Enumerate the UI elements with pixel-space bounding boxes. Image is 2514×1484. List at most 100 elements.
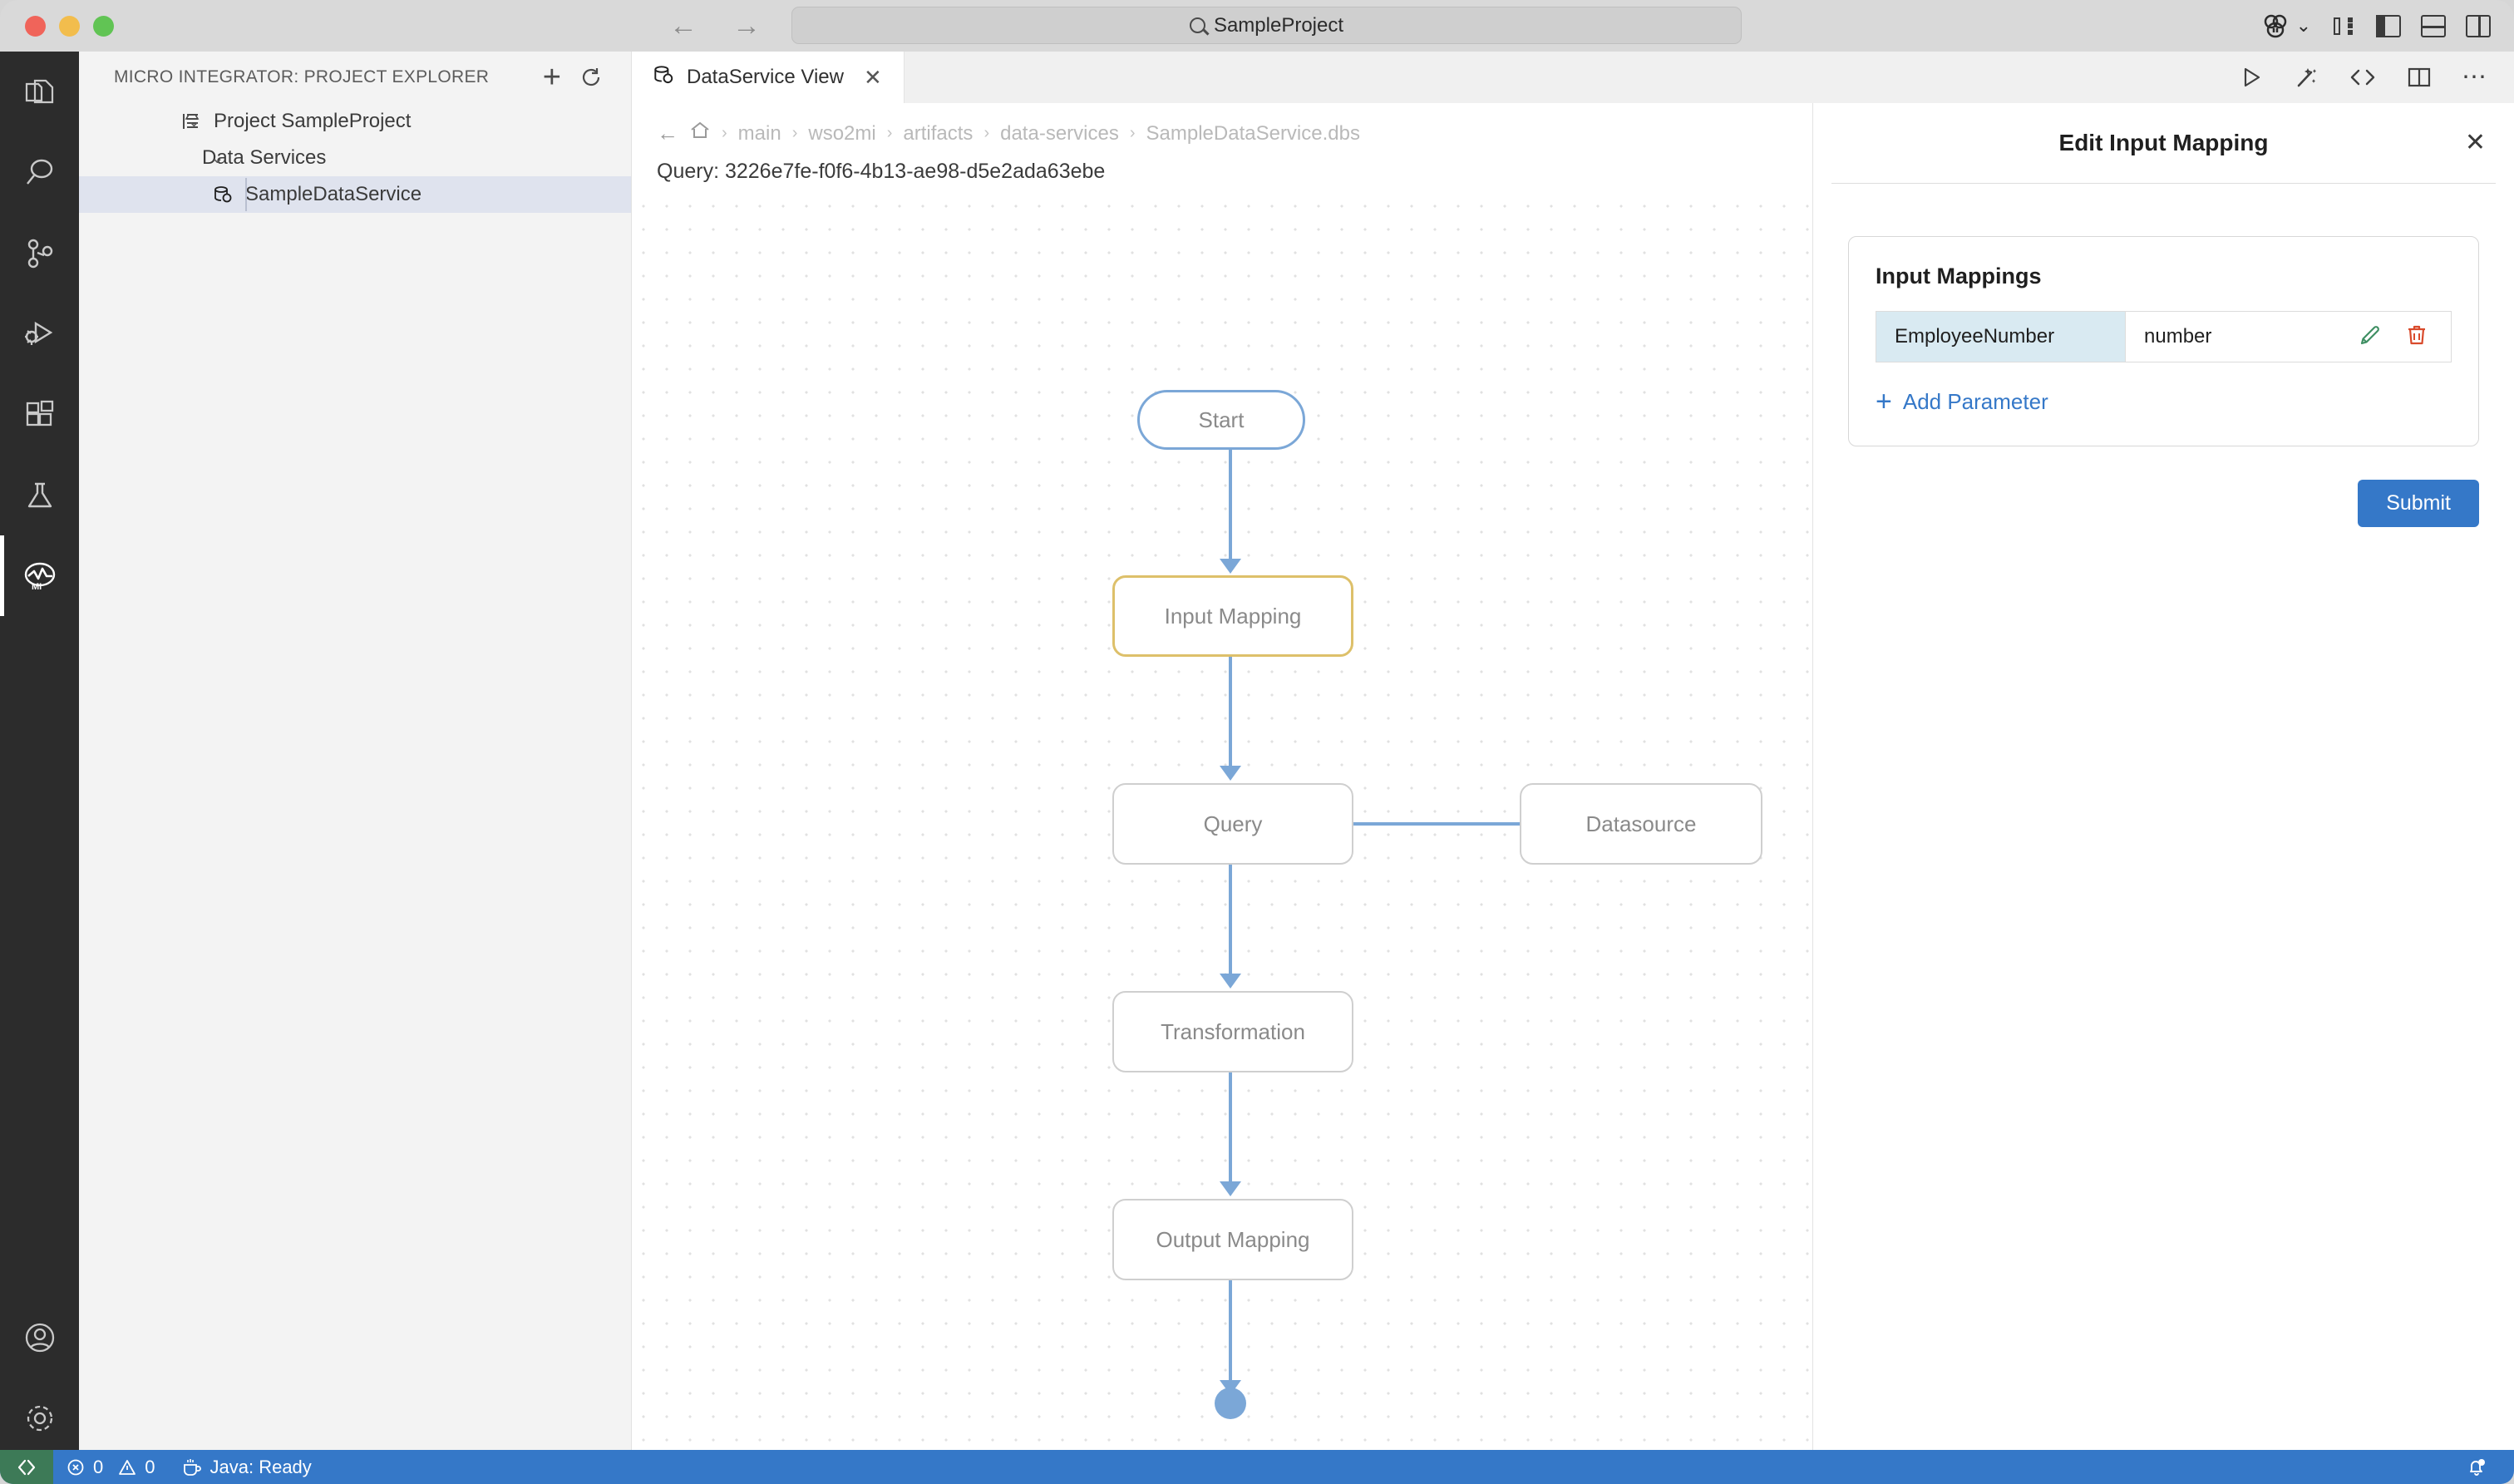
chevron-down-icon[interactable]: ⌄ xyxy=(210,149,224,167)
split-editor-button[interactable] xyxy=(2407,66,2432,89)
close-window-button[interactable] xyxy=(25,15,46,37)
more-actions-button[interactable]: ⋯ xyxy=(2462,63,2489,91)
zoom-window-button[interactable] xyxy=(93,15,114,37)
edge-query-to-transformation xyxy=(1229,865,1232,981)
sidebar-title: MICRO INTEGRATOR: PROJECT EXPLORER xyxy=(114,67,490,86)
window-titlebar: ← → SampleProject ⌄ xyxy=(0,0,2514,52)
ai-suggest-button[interactable] xyxy=(2294,65,2319,90)
panel-divider xyxy=(1831,183,2496,184)
activity-item-settings[interactable] xyxy=(0,1378,79,1458)
run-button[interactable] xyxy=(2239,65,2264,90)
add-artifact-button[interactable]: + xyxy=(542,60,561,95)
edge-arrowhead xyxy=(1220,1181,1241,1196)
tree-item-sampledataservice[interactable]: SampleDataService xyxy=(79,176,631,213)
editor-area: DataService View ✕ xyxy=(632,52,2514,1458)
edge-arrowhead xyxy=(1220,559,1241,574)
flow-node-end[interactable] xyxy=(1215,1388,1246,1419)
tree-item-project[interactable]: ⌄ Project SampleProject xyxy=(79,103,631,140)
chevron-down-icon[interactable]: ⌄ xyxy=(187,112,201,131)
breadcrumb-item-wso2mi[interactable]: wso2mi xyxy=(808,121,876,145)
home-icon[interactable] xyxy=(689,120,711,147)
toggle-primary-sidebar-button[interactable] xyxy=(2376,14,2401,37)
activity-item-testing[interactable] xyxy=(0,455,79,535)
tree-item-data-services[interactable]: ⌄ Data Services xyxy=(79,140,631,176)
minimize-window-button[interactable] xyxy=(59,15,80,37)
notifications-button[interactable] xyxy=(2466,1457,2514,1478)
source-control-icon xyxy=(27,239,52,268)
play-icon xyxy=(2244,67,2260,87)
flow-node-start[interactable]: Start xyxy=(1137,390,1305,450)
flow-node-label: Datasource xyxy=(1585,811,1697,836)
omnibox-search[interactable]: SampleProject xyxy=(791,7,1742,44)
activity-item-extensions[interactable] xyxy=(0,374,79,455)
submit-button[interactable]: Submit xyxy=(2358,480,2479,527)
refresh-explorer-button[interactable] xyxy=(579,66,603,89)
breadcrumb-separator: › xyxy=(722,124,727,142)
input-mappings-card: Input Mappings EmployeeNumber number xyxy=(1848,236,2479,446)
tab-groups-button[interactable]: ⌄ xyxy=(2261,13,2311,38)
navigate-forward-button[interactable]: → xyxy=(732,10,761,42)
flow-node-input-mapping[interactable]: Input Mapping xyxy=(1112,575,1353,657)
mapping-row-actions xyxy=(2358,312,2451,362)
error-count: 0 xyxy=(93,1456,104,1477)
flow-node-output-mapping[interactable]: Output Mapping xyxy=(1112,1199,1353,1280)
trash-icon xyxy=(2408,325,2425,344)
layout-bar-left-icon xyxy=(2334,17,2340,35)
dataservice-canvas[interactable]: ← › main › wso2mi › artifacts › data-ser… xyxy=(632,103,1812,1458)
edge-input-to-query xyxy=(1229,657,1232,773)
edit-input-mapping-panel: Edit Input Mapping ✕ Input Mappings Empl… xyxy=(1812,103,2514,1458)
tab-groups-icon xyxy=(2264,14,2286,38)
breadcrumb-item-artifacts[interactable]: artifacts xyxy=(903,121,974,145)
close-tab-button[interactable]: ✕ xyxy=(863,64,882,90)
editor-tabbar: DataService View ✕ xyxy=(632,52,2514,103)
plus-icon: + xyxy=(1876,386,1892,417)
search-icon xyxy=(1189,17,1205,33)
activity-item-source-control[interactable] xyxy=(0,213,79,293)
activity-bar-bottom xyxy=(0,1297,79,1458)
breadcrumb-separator: › xyxy=(1129,124,1136,142)
java-status[interactable]: Java: Ready xyxy=(169,1457,325,1478)
activity-item-accounts[interactable] xyxy=(0,1297,79,1378)
panel-footer: Submit xyxy=(1848,480,2479,527)
mi-logo-icon: MI xyxy=(24,562,55,592)
flow-node-datasource[interactable]: Datasource xyxy=(1520,783,1762,865)
activity-bar: MI xyxy=(0,52,79,1458)
toggle-secondary-sidebar-button[interactable] xyxy=(2466,14,2491,37)
activity-item-micro-integrator[interactable]: MI xyxy=(0,535,79,616)
magic-wand-icon xyxy=(2297,68,2316,87)
coffee-cup-icon xyxy=(183,1458,201,1476)
add-parameter-button[interactable]: + Add Parameter xyxy=(1876,387,2452,416)
show-source-button[interactable] xyxy=(2349,65,2377,90)
tree-item-label: Data Services xyxy=(202,146,327,169)
breadcrumb-separator: › xyxy=(791,124,798,142)
breadcrumb-item-data-services[interactable]: data-services xyxy=(1000,121,1119,145)
edit-mapping-button[interactable] xyxy=(2358,323,2383,352)
bell-dot-icon xyxy=(2470,1458,2485,1476)
close-panel-button[interactable]: ✕ xyxy=(2464,129,2486,156)
toggle-panel-button[interactable] xyxy=(2421,14,2446,37)
titlebar-right-actions: ⌄ xyxy=(2261,13,2491,38)
remote-window-button[interactable] xyxy=(0,1450,53,1484)
breadcrumb-back-button[interactable]: ← xyxy=(657,121,678,145)
flow-node-label: Query xyxy=(1203,811,1263,836)
error-icon xyxy=(67,1459,84,1475)
flow-node-query[interactable]: Query xyxy=(1112,783,1353,865)
activity-item-explorer[interactable] xyxy=(0,52,79,132)
pencil-icon xyxy=(2360,325,2379,344)
delete-mapping-button[interactable] xyxy=(2404,323,2429,352)
activity-item-search[interactable] xyxy=(0,132,79,213)
chevron-down-icon: ⌄ xyxy=(2295,15,2311,36)
breadcrumb-separator: › xyxy=(886,124,893,142)
activity-item-run-debug[interactable] xyxy=(0,293,79,374)
mapping-name-cell: EmployeeNumber xyxy=(1876,312,2126,362)
breadcrumb-item-main[interactable]: main xyxy=(737,121,781,145)
breadcrumb-item-file[interactable]: SampleDataService.dbs xyxy=(1146,121,1360,145)
project-explorer-sidebar: MICRO INTEGRATOR: PROJECT EXPLORER + ⌄ P… xyxy=(79,52,632,1458)
tab-dataservice-view[interactable]: DataService View ✕ xyxy=(632,52,905,103)
problems-status[interactable]: 0 0 xyxy=(53,1457,169,1478)
tree-item-label: SampleDataService xyxy=(245,183,422,205)
input-mappings-title: Input Mappings xyxy=(1876,264,2042,288)
flow-node-transformation[interactable]: Transformation xyxy=(1112,991,1353,1072)
customize-layout-button[interactable] xyxy=(2331,15,2356,37)
navigate-back-button[interactable]: ← xyxy=(669,10,698,42)
